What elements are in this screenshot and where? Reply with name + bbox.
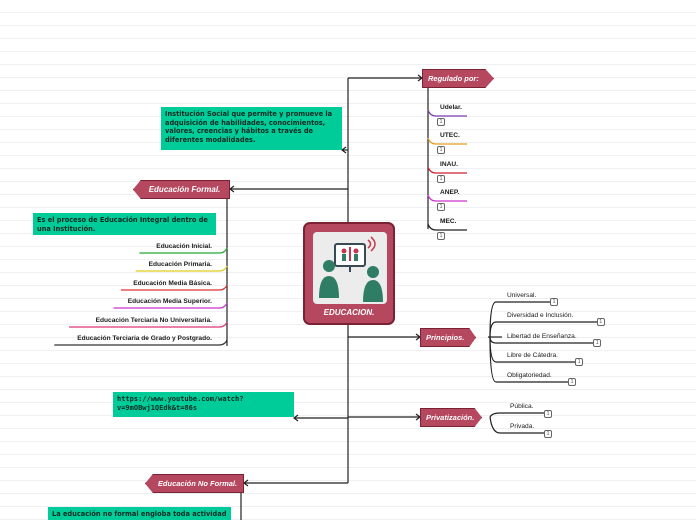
principio-item-line bbox=[489, 321, 602, 338]
formal-item[interactable]: Educación Primaria. bbox=[148, 261, 212, 268]
formal-item-line bbox=[139, 247, 228, 254]
formal-item[interactable]: Educación Terciaria No Universitaria. bbox=[95, 317, 212, 324]
classroom-illustration bbox=[313, 232, 387, 304]
topic-formal-label: Educación Formal. bbox=[148, 185, 221, 194]
principio-item[interactable]: Diversidad e Inclusión. bbox=[507, 312, 574, 319]
note-institucion-social[interactable]: Institución Social que permite y promuev… bbox=[161, 107, 342, 150]
regulado-item-line bbox=[427, 194, 467, 202]
arrow-formal bbox=[229, 185, 235, 193]
central-topic-educacion[interactable]: EDUCACION. bbox=[303, 222, 395, 325]
regulado-item-line bbox=[427, 109, 467, 117]
principio-item[interactable]: Libre de Cátedra. bbox=[507, 352, 558, 359]
topic-educacion-formal[interactable]: Educación Formal. bbox=[133, 180, 230, 199]
principio-item-line bbox=[489, 301, 555, 338]
teacher-students-icon bbox=[319, 236, 383, 302]
regulado-item[interactable]: MEC. bbox=[440, 218, 457, 225]
note-count-badge[interactable]: 1 bbox=[575, 358, 584, 366]
note-video-link[interactable]: https://www.youtube.com/watch?v=9mOBwj1Q… bbox=[113, 392, 294, 417]
privatizacion-item[interactable]: Privada. bbox=[510, 423, 535, 430]
regulado-item[interactable]: ANEP. bbox=[440, 189, 460, 196]
note-count-badge[interactable]: 1 bbox=[437, 203, 445, 211]
note-formal-text: Es el proceso de Educación Integral dent… bbox=[37, 216, 208, 233]
formal-item-line bbox=[69, 321, 228, 328]
topic-educacion-no-formal[interactable]: Educación No Formal. bbox=[145, 474, 244, 493]
regulado-item[interactable]: Udelar. bbox=[440, 104, 462, 111]
note-no-formal-text: La educación no formal engloba toda acti… bbox=[52, 510, 227, 518]
principio-item[interactable]: Libertad de Enseñanza. bbox=[507, 333, 577, 340]
privatizacion-item-line bbox=[489, 412, 545, 418]
note-count-badge[interactable]: 1 bbox=[544, 410, 552, 418]
note-count-badge[interactable]: 1 bbox=[437, 232, 445, 240]
note-count-badge[interactable]: 1 bbox=[550, 298, 558, 306]
regulado-item-line bbox=[427, 137, 467, 145]
note-count-badge[interactable]: 1 bbox=[596, 318, 605, 326]
arrow-no-formal bbox=[243, 479, 249, 487]
central-topic-label: EDUCACION. bbox=[323, 308, 375, 317]
regulado-item-line bbox=[427, 223, 467, 231]
note-educacion-formal[interactable]: Es el proceso de Educación Integral dent… bbox=[33, 213, 216, 235]
formal-item-line bbox=[113, 302, 228, 309]
note-link-text: https://www.youtube.com/watch?v=9mOBwj1Q… bbox=[117, 395, 244, 412]
topic-regulado-label: Regulado por: bbox=[428, 74, 479, 83]
note-count-badge[interactable]: 1 bbox=[437, 146, 445, 154]
note-count-badge[interactable]: 1 bbox=[544, 430, 552, 438]
formal-item[interactable]: Educación Media Superior. bbox=[127, 298, 212, 305]
formal-item-line bbox=[135, 265, 228, 272]
regulado-item[interactable]: INAU. bbox=[440, 161, 458, 168]
principio-item[interactable]: Obligatoriedad. bbox=[507, 372, 552, 379]
topic-principios[interactable]: Principios. bbox=[420, 328, 476, 347]
arrow-link bbox=[293, 414, 299, 422]
note-count-badge[interactable]: 1 bbox=[437, 118, 445, 126]
regulado-item[interactable]: UTEC. bbox=[440, 132, 460, 139]
topic-principios-label: Principios. bbox=[426, 333, 465, 342]
regulado-item-line bbox=[427, 166, 467, 174]
formal-item[interactable]: Educación Inicial. bbox=[156, 243, 212, 250]
principio-item-line bbox=[489, 336, 573, 383]
note-institucion-text: Institución Social que permite y promuev… bbox=[165, 110, 333, 144]
formal-item[interactable]: Educación Terciaria de Grado y Postgrado… bbox=[77, 335, 212, 342]
formal-item-line bbox=[120, 284, 228, 291]
formal-item[interactable]: Educación Media Básica. bbox=[133, 280, 212, 287]
note-count-badge[interactable]: 1 bbox=[568, 378, 576, 386]
topic-privatizacion-label: Privatización. bbox=[426, 413, 475, 422]
topic-privatizacion[interactable]: Privatización. bbox=[420, 408, 482, 427]
note-count-badge[interactable]: 1 bbox=[593, 339, 602, 347]
note-count-badge[interactable]: 1 bbox=[437, 175, 445, 183]
note-educacion-no-formal[interactable]: La educación no formal engloba toda acti… bbox=[48, 507, 231, 520]
privatizacion-item-line bbox=[489, 416, 545, 434]
formal-item-line bbox=[54, 339, 228, 346]
topic-no-formal-label: Educación No Formal. bbox=[157, 479, 238, 488]
topic-regulado-por[interactable]: Regulado por: bbox=[422, 69, 494, 88]
arrow-institucion bbox=[341, 146, 347, 154]
principio-item[interactable]: Universal. bbox=[507, 292, 537, 299]
privatizacion-item[interactable]: Pública. bbox=[510, 403, 534, 410]
